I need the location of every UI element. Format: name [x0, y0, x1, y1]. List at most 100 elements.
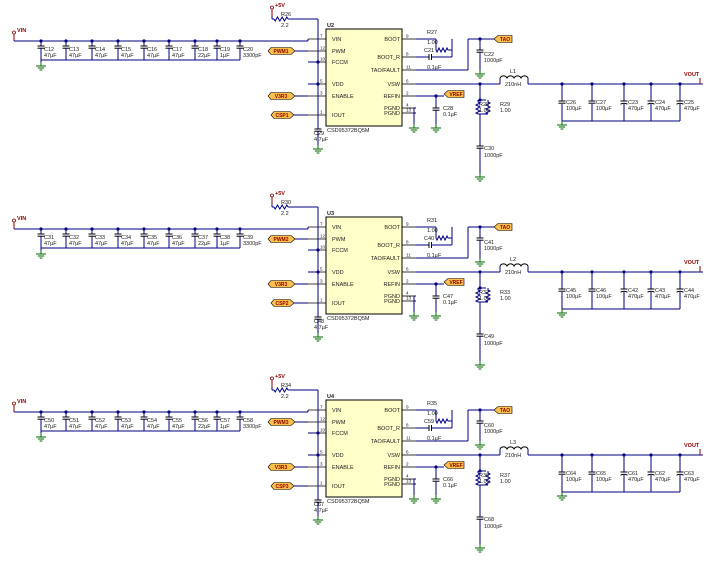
net-tag-shape: [493, 223, 513, 231]
resistor: [273, 204, 289, 210]
resistor: [484, 289, 492, 303]
capacitor-ref: C68: [484, 517, 494, 523]
capacitor-ref: C28: [443, 106, 453, 112]
resistor-value: 2.2: [281, 211, 289, 217]
capacitor-ref: C35: [147, 235, 157, 241]
resistor-value: 2.2: [281, 23, 289, 29]
resistor: [435, 417, 449, 425]
power-label: +5V: [275, 374, 285, 380]
inductor-coil: [499, 446, 529, 451]
power-symbol: [270, 376, 274, 381]
net-tag-text: V3R3: [275, 94, 288, 100]
ground-symbol: [36, 433, 46, 442]
inductor-coil: [499, 263, 529, 268]
pin-name: REFIN: [384, 465, 401, 471]
capacitor-ref: C40: [424, 236, 434, 242]
capacitor-value: 470µF: [655, 477, 671, 483]
capacitor: [476, 516, 484, 520]
capacitor-ref: C18: [198, 47, 208, 53]
capacitor-value: 100µF: [566, 477, 582, 483]
power-symbol: [12, 30, 16, 35]
capacitor-ref: C49: [484, 334, 494, 340]
capacitor-value: 4.7µF: [314, 325, 329, 331]
vout-net-label: VOUT: [684, 260, 700, 266]
capacitor-value: 470µF: [684, 477, 700, 483]
capacitor-value: 470µF: [655, 106, 671, 112]
capacitor-value: 470µF: [628, 294, 644, 300]
pin-name: BOOT_R: [377, 55, 400, 61]
pin-number: 5: [320, 79, 323, 84]
pin-name: IOUT: [332, 484, 346, 490]
capacitor-ref: C67: [314, 502, 324, 508]
capacitor-value: 1000pF: [484, 429, 503, 435]
capacitor-ref: C53: [121, 418, 131, 424]
pin-number: 7: [320, 34, 323, 39]
pin-number: 8: [406, 240, 409, 245]
inductor-ref: L3: [510, 440, 516, 446]
pin-name: PGND: [384, 106, 400, 112]
pin-number: 9: [406, 405, 409, 410]
ground-symbol: [409, 495, 419, 504]
capacitor-value: 470µF: [628, 106, 644, 112]
resistor-ref: R35: [427, 401, 437, 407]
pin-name: BOOT: [384, 408, 400, 414]
capacitor-ref: C15: [121, 47, 131, 53]
resistor-value: 1.00: [427, 228, 438, 234]
ground-symbol: [475, 258, 485, 267]
pin-name: PWM: [332, 237, 346, 243]
ground-symbol: [557, 309, 567, 318]
net-tag-shape: [493, 35, 513, 43]
inductor-coil: [499, 75, 529, 80]
power-label: VIN: [17, 28, 26, 34]
pin-number: 2: [406, 462, 409, 467]
resistor-value: 1.00: [479, 108, 490, 114]
capacitor-value: 47µF: [147, 53, 160, 59]
capacitor-ref: C22: [484, 52, 494, 58]
net-tag-text: PWM3: [274, 420, 289, 426]
capacitor-value: 0.1µF: [427, 253, 442, 259]
capacitor-value: 47µF: [121, 424, 134, 430]
capacitor-value: 1000pF: [484, 246, 503, 252]
csp-net-tag: CSP2: [270, 299, 295, 307]
capacitor-value: 470µF: [684, 294, 700, 300]
pin-name: TAO/FAULT: [371, 68, 401, 74]
pin-name: PWM: [332, 49, 346, 55]
capacitor: [558, 288, 566, 292]
capacitor-ref: C47: [443, 294, 453, 300]
capacitor-ref: C34: [121, 235, 131, 241]
ic-part-number: CSD95372BQ5M: [327, 499, 370, 505]
pin-number: 12: [320, 46, 326, 51]
net-tag-shape: [443, 278, 465, 286]
tao-net-tag: TAO: [493, 406, 513, 414]
power-label: VIN: [17, 399, 26, 405]
resistor-ref: R33: [500, 290, 510, 296]
capacitor-ref: C23: [628, 100, 638, 106]
capacitor-ref: C65: [596, 471, 606, 477]
capacitor: [476, 237, 484, 241]
capacitor-value: 100µF: [596, 477, 612, 483]
pin-name: ENABLE: [332, 465, 354, 471]
net-tag-text: TAO: [500, 225, 510, 231]
net-tag-text: PWM2: [274, 237, 289, 243]
pin-number: 13: [406, 108, 412, 113]
pin-name: BOOT: [384, 37, 400, 43]
capacitor-plate-curved: [647, 102, 655, 105]
capacitor-ref: C37: [198, 235, 208, 241]
ground-symbol: [431, 312, 441, 321]
resistor: [435, 234, 449, 242]
capacitor-plate-curved: [676, 102, 684, 105]
inductor-value: 210nH: [505, 270, 521, 276]
inductor-ref: L2: [510, 257, 516, 263]
